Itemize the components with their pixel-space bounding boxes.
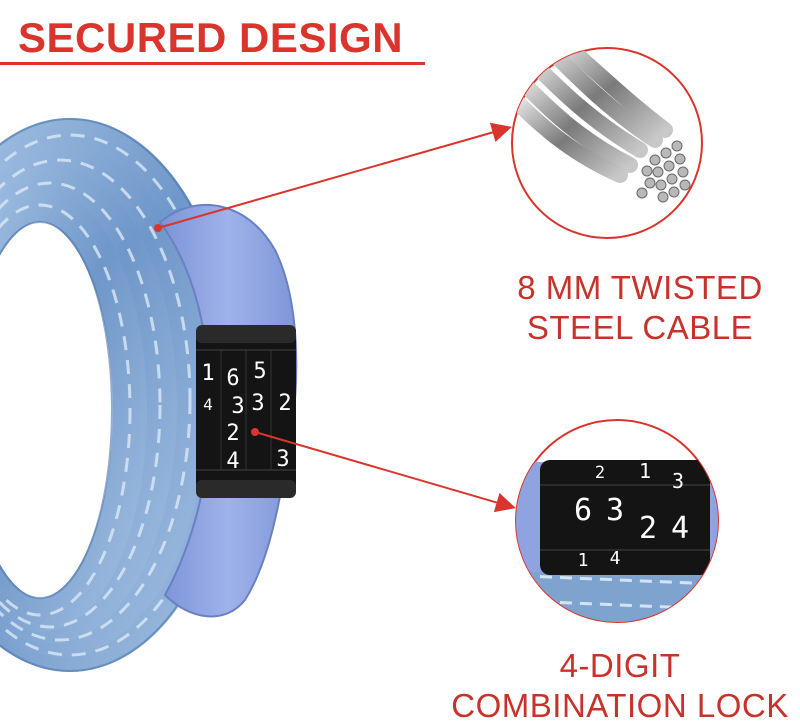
dial-digit: 4 xyxy=(203,395,213,414)
lock-caption: 4-DIGIT COMBINATION LOCK xyxy=(440,646,800,726)
cable-detail-callout xyxy=(511,47,703,239)
zoom-dial-digits: 2 1 3 6 3 2 4 1 4 xyxy=(574,459,689,571)
dial-digit: 4 xyxy=(671,511,689,546)
lock-dial-digits: 5 2 1 6 3 3 2 4 3 4 xyxy=(201,359,291,474)
cable-strand-ends xyxy=(636,140,691,203)
combination-lock-body xyxy=(196,325,296,498)
dial-digit: 2 xyxy=(595,463,605,483)
cable-pointer-dot xyxy=(154,224,162,232)
dial-digit: 3 xyxy=(251,391,264,416)
dial-digit: 3 xyxy=(276,447,289,472)
dial-digit: 2 xyxy=(278,391,291,416)
dial-digit: 6 xyxy=(574,493,592,528)
dial-digit: 1 xyxy=(578,550,589,571)
lock-caption-line1: 4-DIGIT xyxy=(559,647,681,684)
cable-caption-line1: 8 MM TWISTED xyxy=(517,269,763,306)
lock-pointer-dot xyxy=(251,428,259,436)
dial-digit: 6 xyxy=(226,366,239,391)
dial-digit: 3 xyxy=(231,394,244,419)
lock-detail-callout: 2 1 3 6 3 2 4 1 4 xyxy=(515,419,719,623)
dial-digit: 4 xyxy=(610,548,621,569)
cable-caption-line2: STEEL CABLE xyxy=(526,309,754,346)
cable-callout-arrow xyxy=(157,122,512,229)
dial-digit: 3 xyxy=(606,493,624,528)
page-title: SECURED DESIGN xyxy=(18,14,404,61)
lock-callout-arrow xyxy=(254,431,516,513)
dial-digit: 5 xyxy=(253,359,266,384)
dial-digit: 3 xyxy=(672,469,684,493)
title-underline xyxy=(0,62,425,65)
dial-digit: 2 xyxy=(639,511,657,546)
dial-digit: 4 xyxy=(226,449,239,474)
lock-closeup xyxy=(516,460,718,622)
lock-caption-line2: COMBINATION LOCK xyxy=(451,687,789,724)
cable-caption: 8 MM TWISTED STEEL CABLE xyxy=(480,268,800,348)
dial-digit: 1 xyxy=(201,361,214,386)
dial-digit: 2 xyxy=(226,421,239,446)
coiled-cable xyxy=(0,118,237,672)
dial-digit: 1 xyxy=(639,459,651,483)
